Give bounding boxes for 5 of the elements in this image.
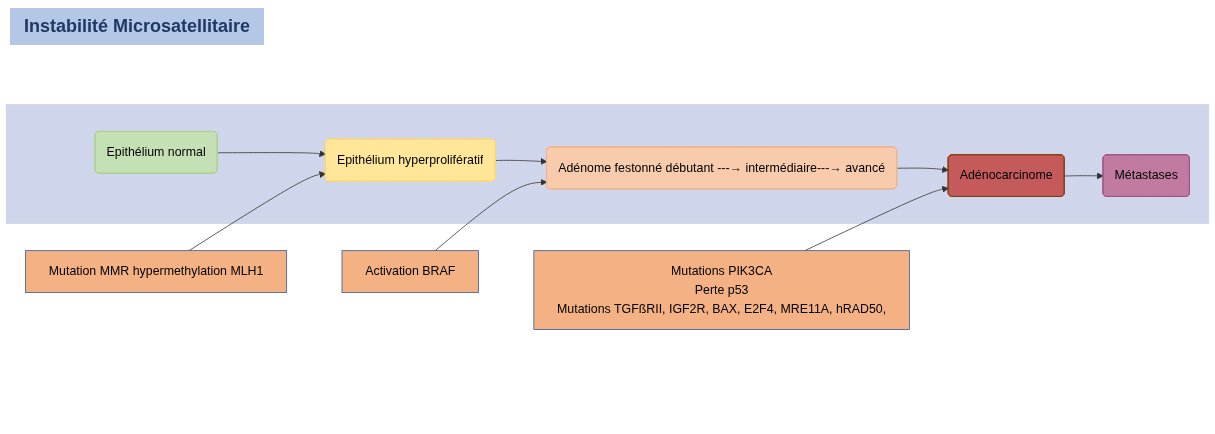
cluster [5,104,1210,224]
node-box: Mutation MMR hypermethylation MLH1 [25,250,288,293]
node-box: Mutations PIK3CA Perte p53 Mutations TGFßRII, IGF2R, BAX, E2F4, MRE11A, hRAD50, [533,250,910,330]
title: Instabilité Microsatellitaire [10,8,265,45]
node-box: Activation BRAF [341,250,479,293]
